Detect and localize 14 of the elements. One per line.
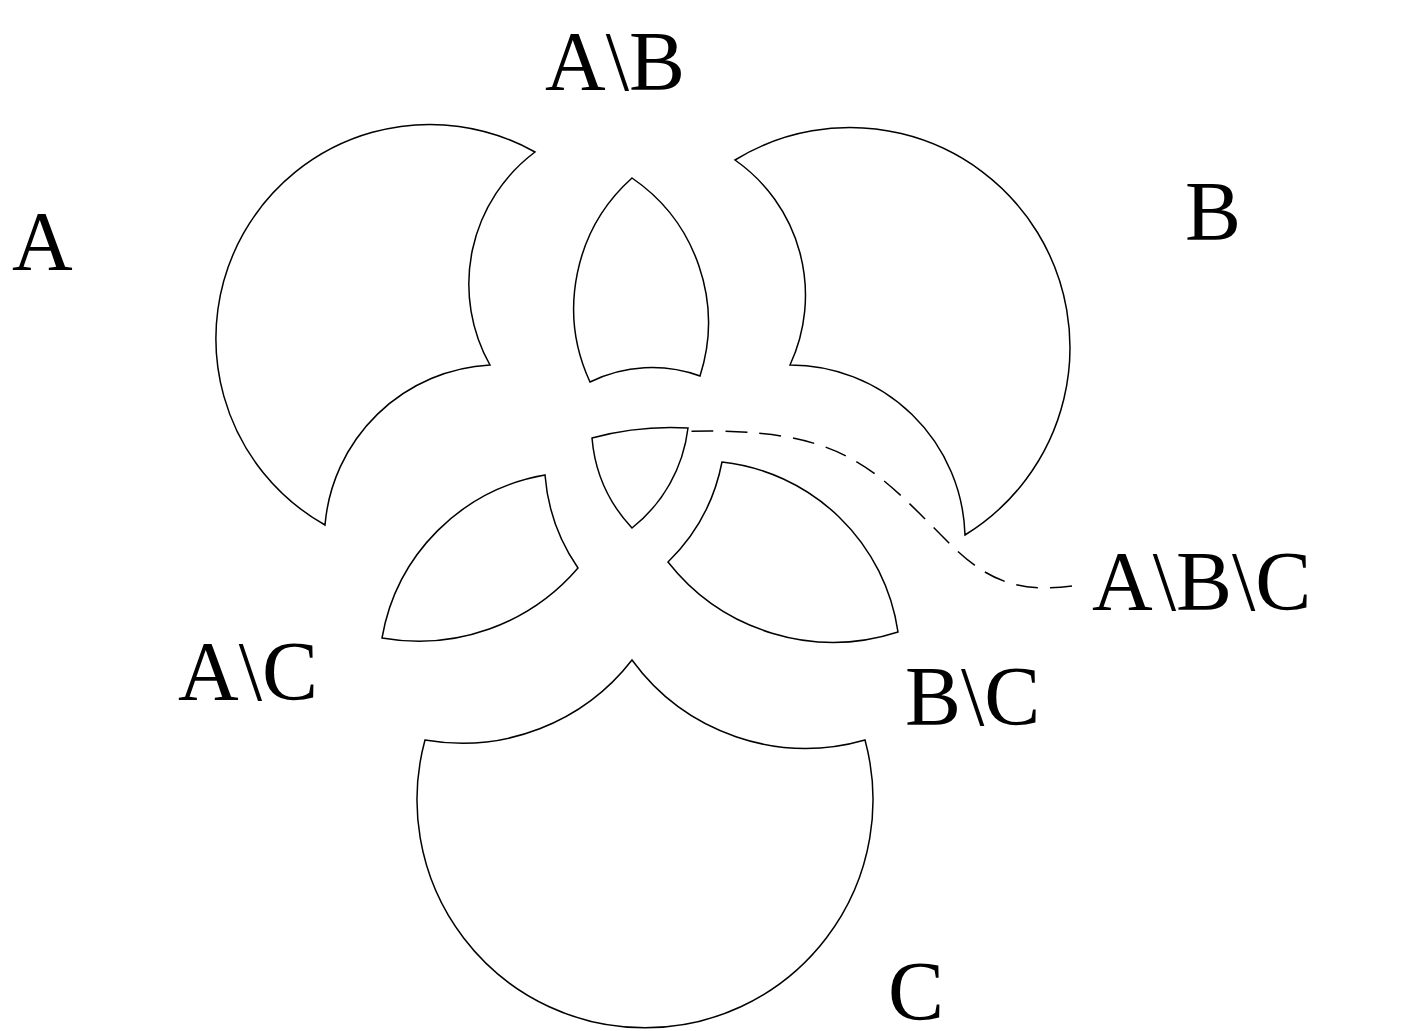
venn-region (215, 123, 536, 526)
venn-region (381, 474, 579, 642)
venn-region (573, 177, 709, 383)
set-label: C (888, 950, 945, 1031)
set-label: A (12, 200, 73, 284)
set-label: A\C (178, 630, 319, 714)
venn-region (734, 127, 1071, 536)
venn-region (667, 461, 899, 643)
center-region (591, 426, 689, 529)
set-label: B (1185, 170, 1242, 254)
region-label: A\B\C (1092, 540, 1312, 624)
venn-region (416, 659, 874, 1029)
set-label: B\C (905, 655, 1041, 739)
set-label: A\B (545, 20, 686, 104)
